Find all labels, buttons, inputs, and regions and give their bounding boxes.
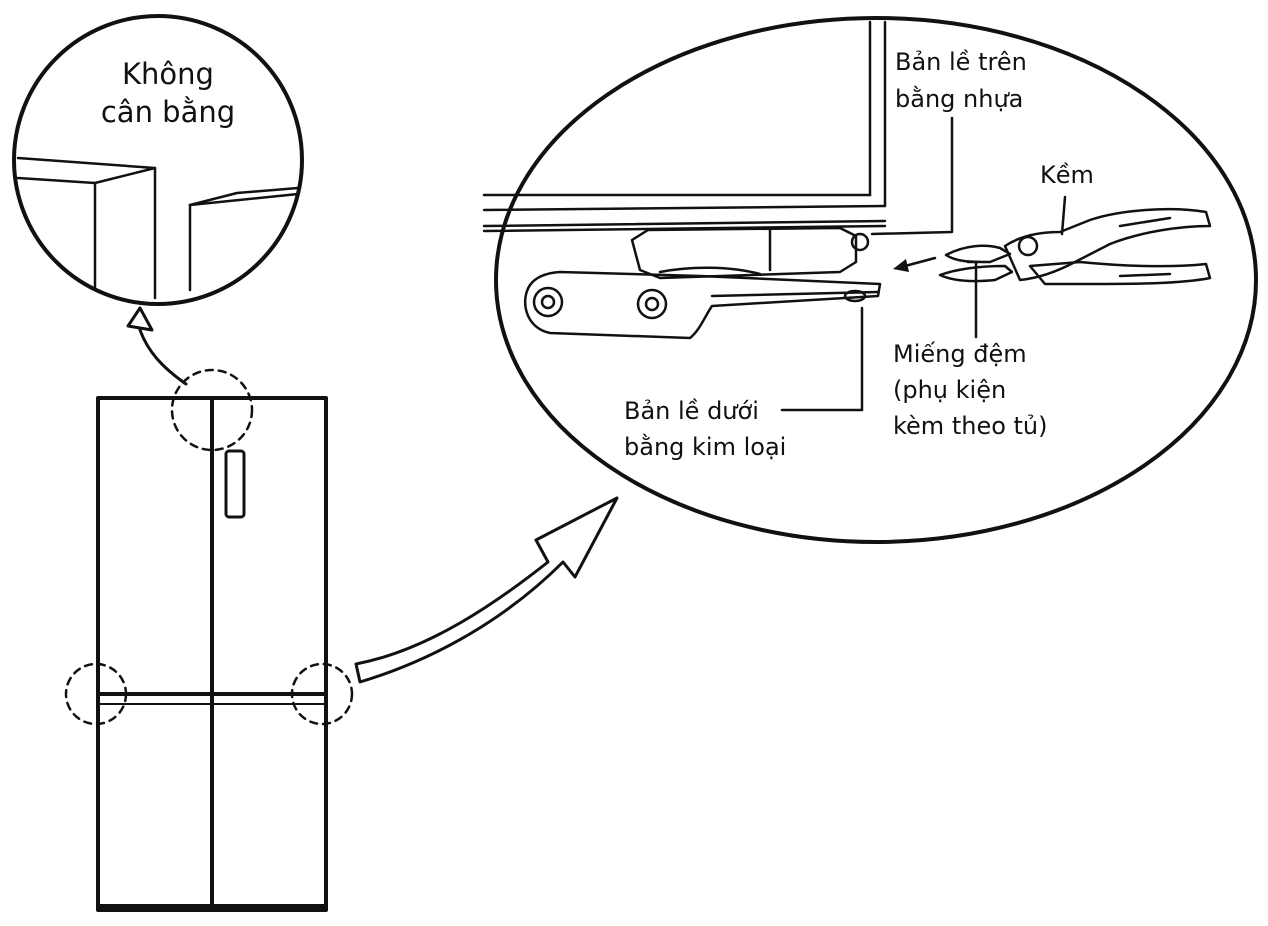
- pliers-icon: [938, 207, 1212, 286]
- shim-label-line2: (phụ kiện: [893, 376, 1006, 404]
- left-mid-hinge-marker: [64, 662, 128, 726]
- upper-hinge-label-line2: bằng nhựa: [895, 84, 1023, 113]
- lower-hinge-part: [523, 270, 882, 340]
- shim-label-line1: Miếng đệm: [893, 340, 1027, 368]
- upper-hinge-part: [630, 226, 870, 280]
- lower-hinge-label-line2: bằng kim loại: [624, 432, 786, 461]
- uneven-door-tops: [16, 156, 300, 300]
- unbalanced-label-line1: Không: [122, 57, 214, 91]
- shim-insert-arrow: [893, 256, 937, 272]
- top-hinge-marker: [170, 368, 254, 452]
- unbalanced-zoom-circle: Không cân bằng: [12, 14, 304, 306]
- door-corner: [482, 20, 887, 233]
- arrow-to-hinge-oval: [354, 496, 619, 684]
- hinge-detail-oval: Bản lề trên bằng nhựa Kềm Miếng đệm (phụ…: [482, 16, 1258, 544]
- lower-hinge-label-line1: Bản lề dưới: [624, 397, 759, 425]
- fridge-handle: [224, 449, 246, 519]
- leader-pliers: [1060, 195, 1067, 236]
- zoom-circle-outline: [12, 14, 304, 306]
- upper-hinge-label-line1: Bản lề trên: [895, 48, 1027, 76]
- refrigerator: [64, 368, 354, 912]
- right-mid-hinge-marker: [290, 662, 354, 726]
- arrow-to-top-circle: [126, 306, 188, 386]
- unbalanced-label-line2: cân bằng: [101, 95, 235, 129]
- shim-label-line3: kèm theo tủ): [893, 412, 1048, 440]
- fridge-base: [98, 904, 326, 912]
- leader-lines: [780, 116, 1067, 412]
- oval-outline: [494, 16, 1258, 544]
- leader-upper-hinge: [870, 116, 954, 236]
- pliers-label: Kềm: [1040, 161, 1094, 189]
- leader-lower-hinge: [780, 306, 864, 412]
